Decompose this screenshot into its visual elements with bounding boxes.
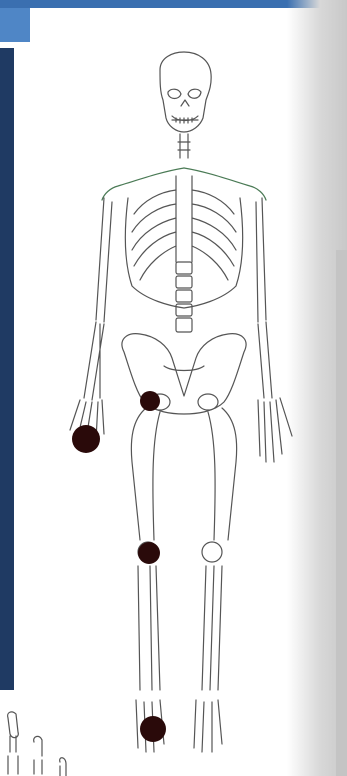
knee-marker xyxy=(138,542,160,564)
lumbar-spine xyxy=(176,262,192,332)
left-arm xyxy=(70,198,112,440)
right-leg xyxy=(194,408,237,752)
right-hand-marker xyxy=(72,425,100,453)
hip-marker xyxy=(140,391,160,411)
foot-marker xyxy=(140,716,166,742)
shoulder-girdle xyxy=(102,168,266,200)
left-leg xyxy=(131,408,164,752)
cervical-spine xyxy=(178,134,190,158)
skull-icon xyxy=(160,52,211,132)
finger-bones-fragment xyxy=(8,712,66,776)
right-arm xyxy=(256,198,292,462)
